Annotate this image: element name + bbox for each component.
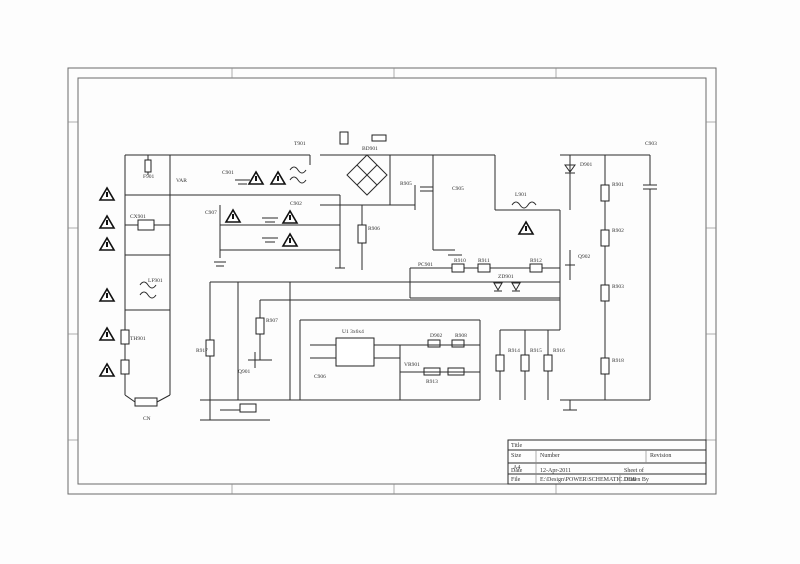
warning-triangle-icon [98, 186, 116, 201]
title-block-size-value: A4 [513, 465, 520, 471]
label-output-cap: C903 [645, 141, 657, 147]
warning-triangle-icon [98, 236, 116, 251]
label-transformer-input: T901 [294, 141, 306, 147]
title-block-drawnby-label: Drawn By [624, 477, 649, 483]
label-rvcc: R908 [455, 333, 467, 339]
label-rcol3: R903 [612, 284, 624, 290]
label-rc: R916 [553, 348, 565, 354]
sheet-inner-border [77, 77, 707, 485]
border-zone-ticks [68, 68, 716, 494]
label-snubber-c: C905 [452, 186, 464, 192]
label-varistor: VAR [176, 178, 187, 184]
warning-triangle-icon [98, 326, 116, 341]
warning-triangle-icon [517, 220, 535, 235]
controller-section [200, 281, 560, 421]
label-output-inductor: L901 [515, 192, 527, 198]
label-snubber-r: R905 [400, 181, 412, 187]
warning-triangle-icon [281, 232, 299, 247]
switching-section [357, 154, 561, 330]
label-rfb2: R911 [478, 258, 490, 264]
warning-triangle-icon [98, 214, 116, 229]
label-zener: ZD901 [498, 274, 514, 280]
label-opto: PC901 [418, 262, 433, 268]
title-block-number-label: Number [540, 453, 560, 459]
warning-triangle-icon [281, 209, 299, 224]
label-vr: VR901 [404, 362, 420, 368]
title-block-file-value: E:\Design\POWER\SCHEMATIC.DDB [540, 477, 637, 483]
warning-triangle-icon [98, 362, 116, 377]
label-fuse: F901 [143, 174, 155, 180]
warning-triangle-icon [224, 208, 242, 223]
label-rsense: R907 [266, 318, 278, 324]
title-block-header: Title [511, 443, 522, 449]
label-rb: R915 [530, 348, 542, 354]
label-rfb1: R910 [454, 258, 466, 264]
label-cmain: C902 [290, 201, 302, 207]
warning-triangle-icon [247, 170, 265, 185]
warning-triangle-icon [269, 170, 287, 185]
title-block-date-label: Date [511, 468, 523, 474]
label-bridge: BD901 [362, 146, 378, 152]
label-ra: R914 [508, 348, 520, 354]
title-block-file-label: File [511, 477, 521, 483]
title-block: Title Size Number Revision A4 Date 12-Ap… [507, 439, 707, 485]
label-cx: CX901 [130, 214, 146, 220]
label-qmain: Q901 [238, 369, 250, 375]
label-rq2: R918 [612, 358, 624, 364]
title-block-date-value: 12-Apr-2011 [540, 468, 571, 474]
title-block-revision-label: Revision [650, 453, 671, 459]
label-cfilter: C907 [205, 210, 217, 216]
ac-input-section [120, 154, 171, 407]
label-rfb4: R913 [426, 379, 438, 385]
warning-triangle-icon [98, 287, 116, 302]
label-connector: CN [143, 416, 151, 422]
label-rd: R917 [196, 348, 208, 354]
label-dvcc: D902 [430, 333, 442, 339]
label-output-diode: D901 [580, 162, 592, 168]
sheet-border [67, 67, 717, 495]
label-controller-ic: U1 3x6x4 [342, 329, 364, 335]
label-rfb3: R912 [530, 258, 542, 264]
title-block-size-label: Size [511, 453, 522, 459]
label-lf: LF901 [148, 278, 163, 284]
label-thermistor: TH901 [130, 336, 146, 342]
bridge-and-primary [170, 131, 391, 269]
warning-triangles [98, 170, 535, 377]
label-gate-r: R906 [368, 226, 380, 232]
label-cin: C901 [222, 170, 234, 176]
label-rcol1: R901 [612, 182, 624, 188]
title-block-sheet-label: Sheet of [624, 467, 644, 474]
label-q2: Q902 [578, 254, 590, 260]
label-rcol2: R902 [612, 228, 624, 234]
label-cvcc: C906 [314, 374, 326, 380]
output-section [560, 154, 657, 411]
